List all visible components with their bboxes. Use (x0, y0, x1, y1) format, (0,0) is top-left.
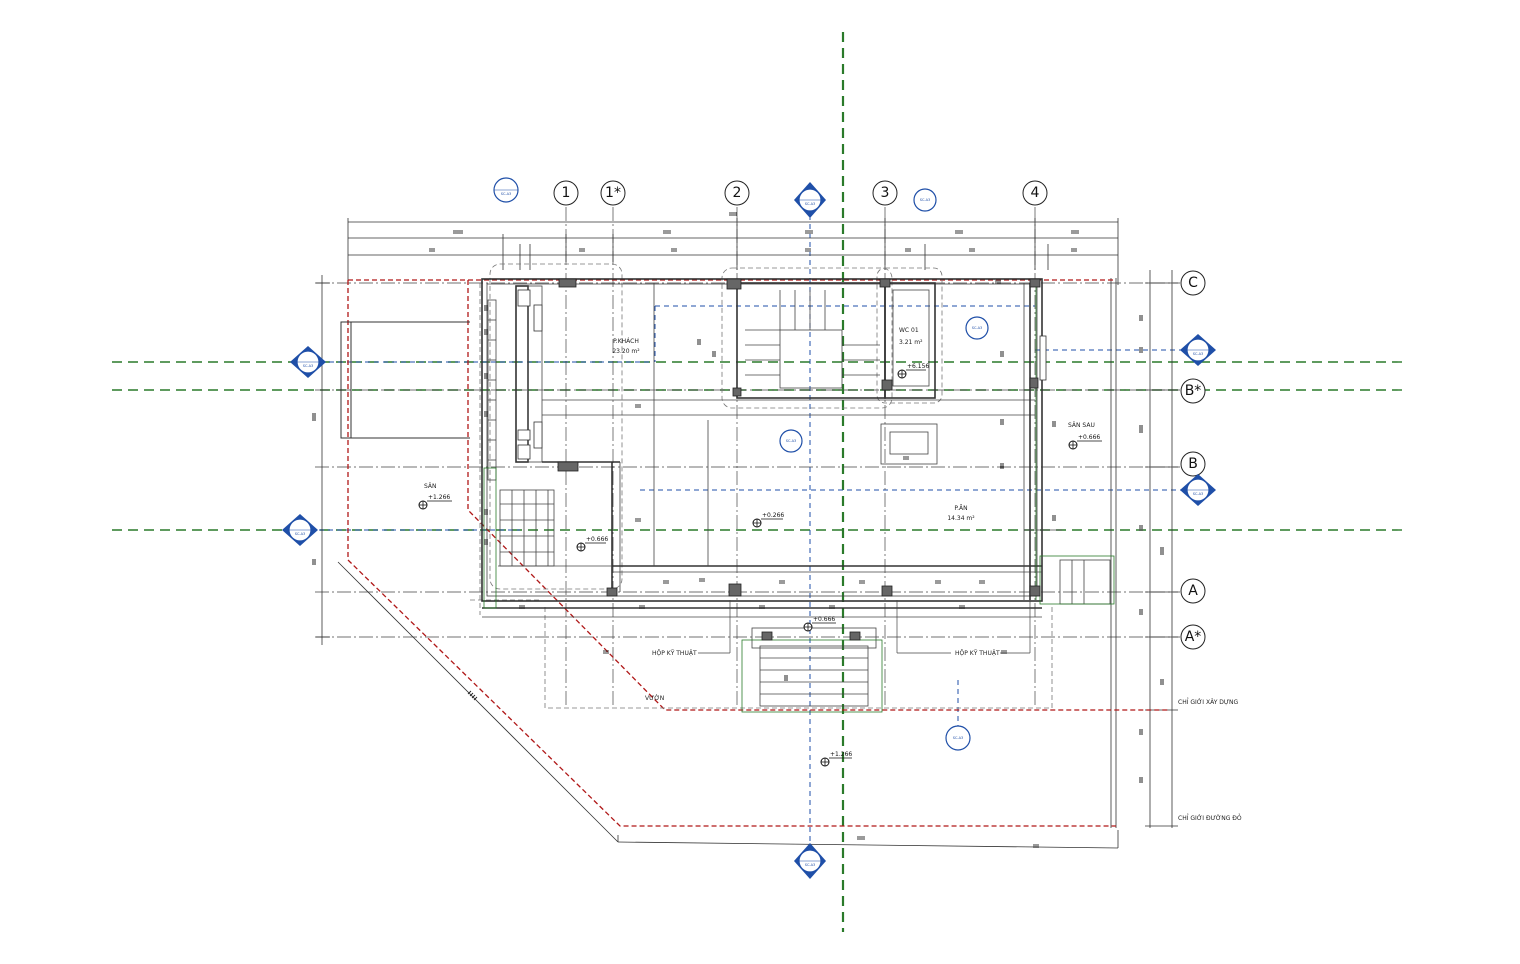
grid-label-col-4: 4 (1031, 185, 1040, 201)
section-tag-label: SC-A3 (786, 439, 796, 443)
label-hop-ky-thuat-right: HỘP KỸ THUẬT (955, 650, 1000, 657)
grid-label-col-2: 2 (733, 185, 742, 201)
right-dimension-ticks (312, 315, 1164, 783)
interior-dimension-ticks (484, 280, 1056, 681)
label-hop-ky-thuat-left: HỘP KỸ THUẬT (652, 650, 697, 657)
stairs (487, 290, 1111, 707)
section-tag-stair[interactable]: SC-A3 (779, 429, 803, 453)
level-marker-san-sau: +0.666 (1068, 434, 1102, 450)
section-tag-bottom[interactable]: SC-A3 (945, 725, 971, 751)
top-dimension-ticks (429, 212, 1079, 848)
section-marker-label: SC-A3 (295, 532, 305, 536)
level-text-p-an: +0.266 (762, 512, 784, 519)
label-san-sau: SÂN SAU (1068, 422, 1095, 429)
section-marker-label: SC-A3 (805, 863, 815, 867)
label-vuon: VƯỜN (645, 695, 664, 702)
section-marker-bottom-center[interactable]: SC-A3 (794, 843, 826, 879)
blue-reference-lines (310, 215, 1185, 860)
grid-bubble-row-b-star[interactable]: B* (1180, 378, 1206, 404)
grid-label-row-b-star: B* (1185, 383, 1202, 399)
label-leaders (698, 600, 1031, 654)
section-marker-label: SC-A3 (1193, 352, 1203, 356)
level-marker-p-an: +0.266 (752, 512, 784, 528)
section-tag-label: SC-A3 (972, 326, 982, 330)
left-dimension-chains (316, 275, 330, 645)
grid-bubble-row-a[interactable]: A (1180, 578, 1206, 604)
grid-label-col-3: 3 (881, 185, 890, 201)
wall-openings (517, 289, 1047, 460)
room-area-wc: 3.21 m² (899, 339, 923, 346)
grid-bubble-row-a-star[interactable]: A* (1180, 624, 1206, 650)
green-outlines (483, 283, 1115, 713)
section-marker-right-lower[interactable]: SC-A3 (1180, 474, 1216, 506)
grid-bubble-col-4[interactable]: 4 (1022, 180, 1048, 206)
structural-columns (557, 278, 1041, 641)
diagonal-dimension (337, 561, 1119, 849)
section-tag-top-left[interactable]: SC-A3 (493, 177, 519, 203)
room-area-an: 14.34 m² (947, 515, 975, 522)
grid-label-row-a: A (1188, 583, 1198, 599)
section-tag-label: SC-A3 (501, 192, 511, 196)
section-marker-label: SC-A3 (805, 202, 815, 206)
level-text-road: +1.266 (830, 751, 852, 758)
grid-label-col-1-star: 1* (605, 185, 621, 201)
section-marker-left-lower[interactable]: SC-A3 (282, 514, 318, 546)
level-marker-p-khach: +0.666 (576, 536, 608, 552)
level-text-entry: +0.666 (813, 616, 835, 623)
section-marker-label: SC-A3 (303, 364, 313, 368)
grid-bubble-row-c[interactable]: C (1180, 270, 1206, 296)
section-tag-top-right[interactable]: SC-A3 (913, 188, 937, 212)
room-area-khach: 23.20 m² (612, 348, 640, 355)
room-name-khach: P.KHÁCH (613, 338, 639, 345)
top-dimension-chains (347, 218, 1119, 285)
grid-bubble-col-2[interactable]: 2 (724, 180, 750, 206)
grid-bubble-col-1[interactable]: 1 (553, 180, 579, 206)
section-marker-label: SC-A3 (1193, 492, 1203, 496)
building-walls (481, 278, 1062, 618)
level-text-san: +1.266 (428, 494, 450, 501)
gate-structure (340, 321, 470, 439)
level-marker-san: +1.266 (418, 494, 452, 510)
grid-label-row-c: C (1188, 275, 1198, 291)
section-cut-lines (112, 32, 1408, 932)
section-marker-right-upper[interactable]: SC-A3 (1180, 334, 1216, 366)
label-chi-gioi-xay-dung: CHỈ GIỚI XÂY DỰNG (1178, 698, 1239, 706)
room-name-wc: WC 01 (899, 327, 919, 334)
level-text-p-khach: +0.666 (586, 536, 608, 543)
section-tag-label: SC-A3 (953, 736, 963, 740)
level-marker-entry: +0.666 (803, 616, 836, 632)
section-tag-wc[interactable]: SC-A3 (965, 316, 989, 340)
grid-label-row-a-star: A* (1185, 629, 1202, 645)
label-chi-gioi-duong-do: CHỈ GIỚI ĐƯỜNG ĐỎ (1178, 814, 1242, 822)
grid-bubble-col-3[interactable]: 3 (872, 180, 898, 206)
grid-axis-lines (315, 207, 1180, 705)
label-san: SÂN (424, 483, 437, 490)
level-text-wc: +6.156 (907, 363, 929, 370)
grid-label-col-1: 1 (562, 185, 571, 201)
level-text-san-sau: +0.666 (1078, 434, 1100, 441)
grid-bubble-col-1-star[interactable]: 1* (600, 180, 626, 206)
diagonal-dimension-ticks (467, 690, 478, 701)
level-marker-road: +1.266 (820, 751, 852, 767)
level-marker-wc: +6.156 (897, 363, 929, 379)
grid-bubble-row-b[interactable]: B (1180, 451, 1206, 477)
site-outlines (470, 263, 1053, 709)
room-name-an: P.ĂN (954, 505, 967, 512)
section-marker-top-center[interactable]: SC-A3 (794, 182, 826, 218)
section-tag-label: SC-A3 (920, 198, 930, 202)
grid-label-row-b: B (1188, 456, 1198, 472)
section-marker-left-upper[interactable]: SC-A3 (290, 346, 326, 378)
right-dimension-chains (1110, 270, 1178, 828)
